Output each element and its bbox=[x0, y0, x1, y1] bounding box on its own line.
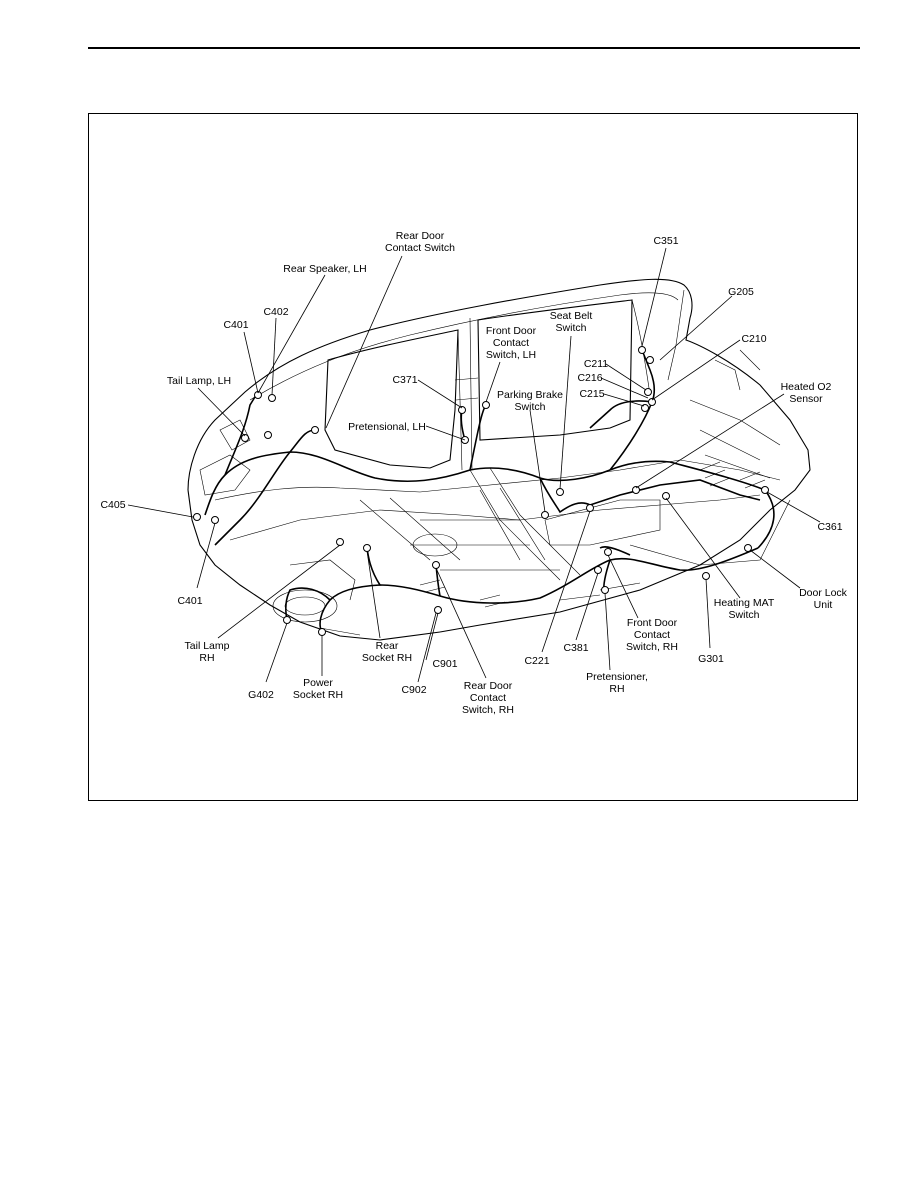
label-line: Heated O2 bbox=[781, 381, 832, 393]
figure-frame bbox=[88, 113, 858, 801]
leader-lines bbox=[127, 247, 821, 683]
label-line: Pretensioner, bbox=[586, 671, 648, 683]
label-g205: G205 bbox=[728, 286, 754, 298]
label-line: C351 bbox=[653, 235, 678, 247]
label-line: Socket RH bbox=[293, 689, 343, 701]
label-line: C216 bbox=[577, 372, 602, 384]
label-c381: C381 bbox=[563, 642, 588, 654]
label-line: C902 bbox=[401, 684, 426, 696]
label-c210: C210 bbox=[741, 333, 766, 345]
label-c405: C405 bbox=[100, 499, 125, 511]
label-pretensioner-rh: Pretensioner,RH bbox=[586, 671, 648, 695]
label-line: Switch bbox=[515, 401, 546, 413]
label-g301: G301 bbox=[698, 653, 724, 665]
label-line: Door Lock bbox=[799, 587, 848, 599]
label-c216: C216 bbox=[577, 372, 602, 384]
label-line: C402 bbox=[263, 306, 288, 318]
label-line: C381 bbox=[563, 642, 588, 654]
label-line: Power bbox=[303, 677, 333, 689]
label-line: Tail Lamp bbox=[185, 640, 230, 652]
label-line: Switch bbox=[729, 609, 760, 621]
label-line: G205 bbox=[728, 286, 754, 298]
label-c351: C351 bbox=[653, 235, 678, 247]
label-line: C221 bbox=[524, 655, 549, 667]
label-pretensional-lh: Pretensional, LH bbox=[348, 421, 426, 433]
label-c211: C211 bbox=[584, 358, 608, 370]
label-line: Contact bbox=[470, 692, 506, 704]
label-line: Seat Belt bbox=[550, 310, 593, 322]
label-line: Rear Speaker, LH bbox=[283, 263, 366, 275]
label-c401-bottom: C401 bbox=[177, 595, 202, 607]
label-line: Switch bbox=[556, 322, 587, 334]
label-line: RH bbox=[609, 683, 624, 695]
label-line: Contact bbox=[634, 629, 670, 641]
label-line: C210 bbox=[741, 333, 766, 345]
label-line: G402 bbox=[248, 689, 274, 701]
label-c371: C371 bbox=[392, 374, 417, 386]
label-c402: C402 bbox=[263, 306, 288, 318]
label-line: C401 bbox=[223, 319, 248, 331]
label-line: Contact bbox=[493, 337, 529, 349]
label-line: C371 bbox=[392, 374, 417, 386]
label-line: G301 bbox=[698, 653, 724, 665]
label-line: Front Door bbox=[486, 325, 537, 337]
label-c901: C901 bbox=[432, 658, 457, 670]
label-c361: C361 bbox=[817, 521, 842, 533]
label-line: Heating MAT bbox=[714, 597, 775, 609]
label-line: Contact Switch bbox=[385, 242, 455, 254]
label-line: Front Door bbox=[627, 617, 678, 629]
label-tail-lamp-lh: Tail Lamp, LH bbox=[167, 375, 231, 387]
label-line: Sensor bbox=[789, 393, 823, 405]
label-line: Parking Brake bbox=[497, 389, 563, 401]
label-line: RH bbox=[199, 652, 214, 664]
header-rule bbox=[88, 47, 860, 49]
label-line: Socket RH bbox=[362, 652, 412, 664]
label-line: Tail Lamp, LH bbox=[167, 375, 231, 387]
label-line: C901 bbox=[432, 658, 457, 670]
label-line: C401 bbox=[177, 595, 202, 607]
label-line: C405 bbox=[100, 499, 125, 511]
label-line: Pretensional, LH bbox=[348, 421, 426, 433]
label-c902: C902 bbox=[401, 684, 426, 696]
label-rear-speaker-lh: Rear Speaker, LH bbox=[283, 263, 366, 275]
connector-markers bbox=[193, 346, 769, 636]
label-line: Unit bbox=[814, 599, 833, 611]
label-line: Rear Door bbox=[396, 230, 445, 242]
label-g402: G402 bbox=[248, 689, 274, 701]
label-c221: C221 bbox=[524, 655, 549, 667]
label-line: C211 bbox=[584, 358, 608, 370]
label-line: Rear bbox=[376, 640, 399, 652]
label-line: Switch, RH bbox=[462, 704, 514, 716]
label-line: Switch, RH bbox=[626, 641, 678, 653]
label-line: Switch, LH bbox=[486, 349, 536, 361]
label-c215: C215 bbox=[579, 388, 604, 400]
label-line: Rear Door bbox=[464, 680, 513, 692]
label-line: C361 bbox=[817, 521, 842, 533]
label-c401-top: C401 bbox=[223, 319, 248, 331]
label-line: C215 bbox=[579, 388, 604, 400]
